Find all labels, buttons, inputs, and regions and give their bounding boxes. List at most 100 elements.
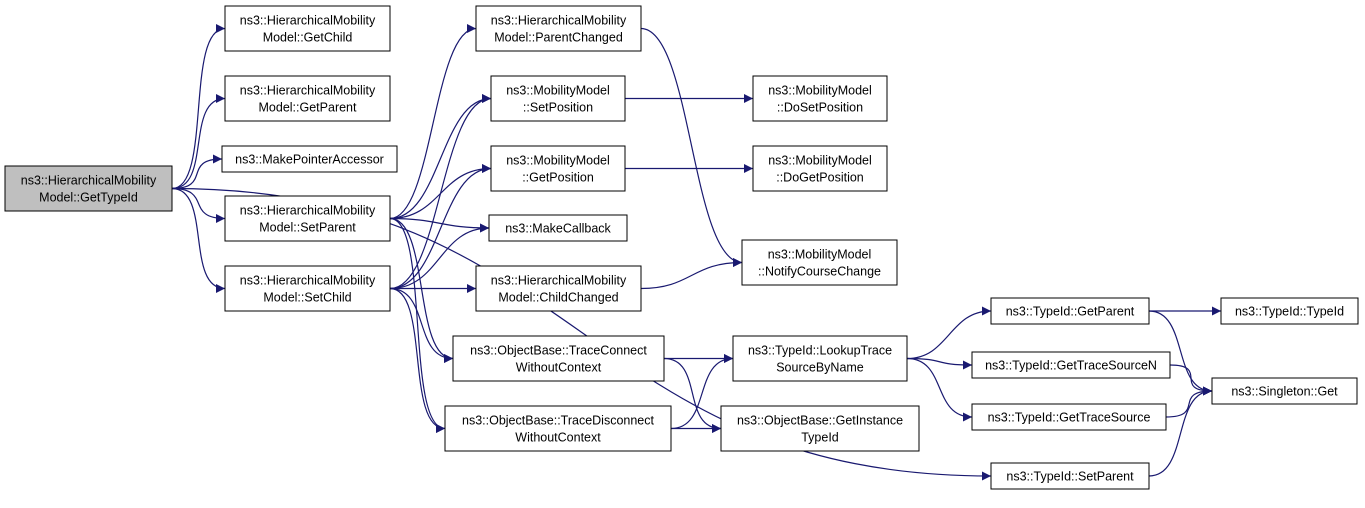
call-edge xyxy=(670,354,734,430)
node-box xyxy=(971,403,1167,431)
call-edge xyxy=(389,164,492,290)
node-label-line: ns3::ObjectBase::TraceConnect xyxy=(470,344,647,358)
node-label-line: ns3::ObjectBase::TraceDisconnect xyxy=(462,414,655,428)
function-node-get-parent-h-m[interactable]: ns3::HierarchicalMobilityModel::GetParen… xyxy=(224,75,391,122)
call-edge xyxy=(1148,386,1213,477)
node-label-line: WithoutContext xyxy=(515,431,601,445)
function-node-trace-disconnect[interactable]: ns3::ObjectBase::TraceDisconnectWithoutC… xyxy=(444,405,672,452)
node-label-line: Model::SetParent xyxy=(259,221,356,235)
node-label-line: WithoutContext xyxy=(516,361,602,375)
node-label-line: ns3::HierarchicalMobility xyxy=(240,204,376,218)
node-label-line: ::DoGetPosition xyxy=(776,171,864,185)
node-label-line: ns3::TypeId::TypeId xyxy=(1235,305,1344,319)
function-node-make-callback[interactable]: ns3::MakeCallback xyxy=(488,214,628,242)
function-node-get-type-id[interactable]: ns3::HierarchicalMobilityModel::GetTypeI… xyxy=(4,165,173,212)
call-edge xyxy=(640,258,743,290)
call-edge xyxy=(171,154,223,190)
call-edge xyxy=(1169,364,1213,396)
node-box xyxy=(221,145,398,173)
node-label-line: ns3::TypeId::GetTraceSource xyxy=(988,411,1151,425)
node-box xyxy=(444,405,672,452)
node-box xyxy=(1220,297,1359,325)
call-edge xyxy=(389,223,490,290)
node-label-line: ns3::HierarchicalMobility xyxy=(240,14,376,28)
node-label-line: ::GetPosition xyxy=(522,171,594,185)
call-edge xyxy=(1148,310,1213,396)
node-label-line: TypeId xyxy=(801,431,839,445)
node-label-line: ::NotifyCourseChange xyxy=(758,265,881,279)
call-edge xyxy=(389,217,446,433)
function-node-type-id-type-id[interactable]: ns3::TypeId::TypeId xyxy=(1220,297,1359,325)
node-box xyxy=(488,214,628,242)
node-box xyxy=(752,145,888,192)
function-node-singleton-get[interactable]: ns3::Singleton::Get xyxy=(1211,377,1358,405)
call-edge xyxy=(171,187,226,223)
node-label-line: ns3::HierarchicalMobility xyxy=(491,14,627,28)
function-node-child-changed[interactable]: ns3::HierarchicalMobilityModel::ChildCha… xyxy=(475,265,642,312)
node-label-line: Model::GetTypeId xyxy=(39,191,138,205)
function-node-set-parent-h-m[interactable]: ns3::HierarchicalMobilityModel::SetParen… xyxy=(224,195,391,242)
node-box xyxy=(490,145,626,192)
call-edge xyxy=(389,94,492,220)
node-label-line: ns3::MobilityModel xyxy=(768,248,872,262)
function-node-get-position[interactable]: ns3::MobilityModel::GetPosition xyxy=(490,145,626,192)
node-label-line: ns3::MakeCallback xyxy=(505,222,611,236)
node-box xyxy=(990,462,1150,490)
function-node-make-pointer-accessor[interactable]: ns3::MakePointerAccessor xyxy=(221,145,398,173)
node-label-line: Model::GetParent xyxy=(259,101,357,115)
call-edge xyxy=(389,287,454,363)
node-box xyxy=(452,335,665,382)
node-label-line: Model::ChildChanged xyxy=(498,291,618,305)
call-edge xyxy=(171,24,226,190)
node-box xyxy=(732,335,908,382)
node-label-line: ns3::HierarchicalMobility xyxy=(240,274,376,288)
node-label-line: Model::SetChild xyxy=(263,291,351,305)
function-node-type-id-set-parent[interactable]: ns3::TypeId::SetParent xyxy=(990,462,1150,490)
node-box xyxy=(490,75,626,122)
function-node-do-get-position[interactable]: ns3::MobilityModel::DoGetPosition xyxy=(752,145,888,192)
node-label-line: ns3::MakePointerAccessor xyxy=(235,153,384,167)
function-node-do-set-position[interactable]: ns3::MobilityModel::DoSetPosition xyxy=(752,75,888,122)
function-node-get-trace-source-n[interactable]: ns3::TypeId::GetTraceSourceN xyxy=(971,351,1171,379)
node-box xyxy=(224,265,391,312)
function-node-set-position[interactable]: ns3::MobilityModel::SetPosition xyxy=(490,75,626,122)
node-label-line: ns3::Singleton::Get xyxy=(1231,385,1338,399)
call-edge xyxy=(1165,386,1213,418)
node-label-line: ns3::MobilityModel xyxy=(506,84,610,98)
node-box xyxy=(1211,377,1358,405)
node-label-line: Model::GetChild xyxy=(263,31,353,45)
function-node-notify-course-change[interactable]: ns3::MobilityModel::NotifyCourseChange xyxy=(741,239,898,286)
node-label-line: ns3::MobilityModel xyxy=(506,154,610,168)
function-node-trace-connect[interactable]: ns3::ObjectBase::TraceConnectWithoutCont… xyxy=(452,335,665,382)
node-label-line: ns3::ObjectBase::GetInstance xyxy=(737,414,903,428)
call-edge xyxy=(389,24,477,220)
node-label-line: ns3::HierarchicalMobility xyxy=(491,274,627,288)
node-box xyxy=(475,5,642,52)
node-label-line: SourceByName xyxy=(776,361,864,375)
node-label-line: ::SetPosition xyxy=(523,101,593,115)
node-box xyxy=(741,239,898,286)
node-label-line: ns3::MobilityModel xyxy=(768,84,872,98)
node-label-line: Model::ParentChanged xyxy=(494,31,623,45)
node-box xyxy=(752,75,888,122)
node-box xyxy=(224,75,391,122)
node-box xyxy=(971,351,1171,379)
function-node-parent-changed[interactable]: ns3::HierarchicalMobilityModel::ParentCh… xyxy=(475,5,642,52)
node-box xyxy=(224,195,391,242)
node-box xyxy=(990,297,1150,325)
call-edge xyxy=(906,357,973,422)
node-label-line: ns3::TypeId::GetTraceSourceN xyxy=(985,359,1157,373)
function-nodes: ns3::HierarchicalMobilityModel::GetTypeI… xyxy=(4,5,1359,490)
function-node-get-trace-source[interactable]: ns3::TypeId::GetTraceSource xyxy=(971,403,1167,431)
node-label-line: ns3::HierarchicalMobility xyxy=(21,174,157,188)
node-label-line: ::DoSetPosition xyxy=(777,101,863,115)
call-edge xyxy=(389,217,490,233)
call-edge xyxy=(906,306,992,360)
function-node-type-id-get-parent[interactable]: ns3::TypeId::GetParent xyxy=(990,297,1150,325)
call-edge xyxy=(171,94,226,190)
